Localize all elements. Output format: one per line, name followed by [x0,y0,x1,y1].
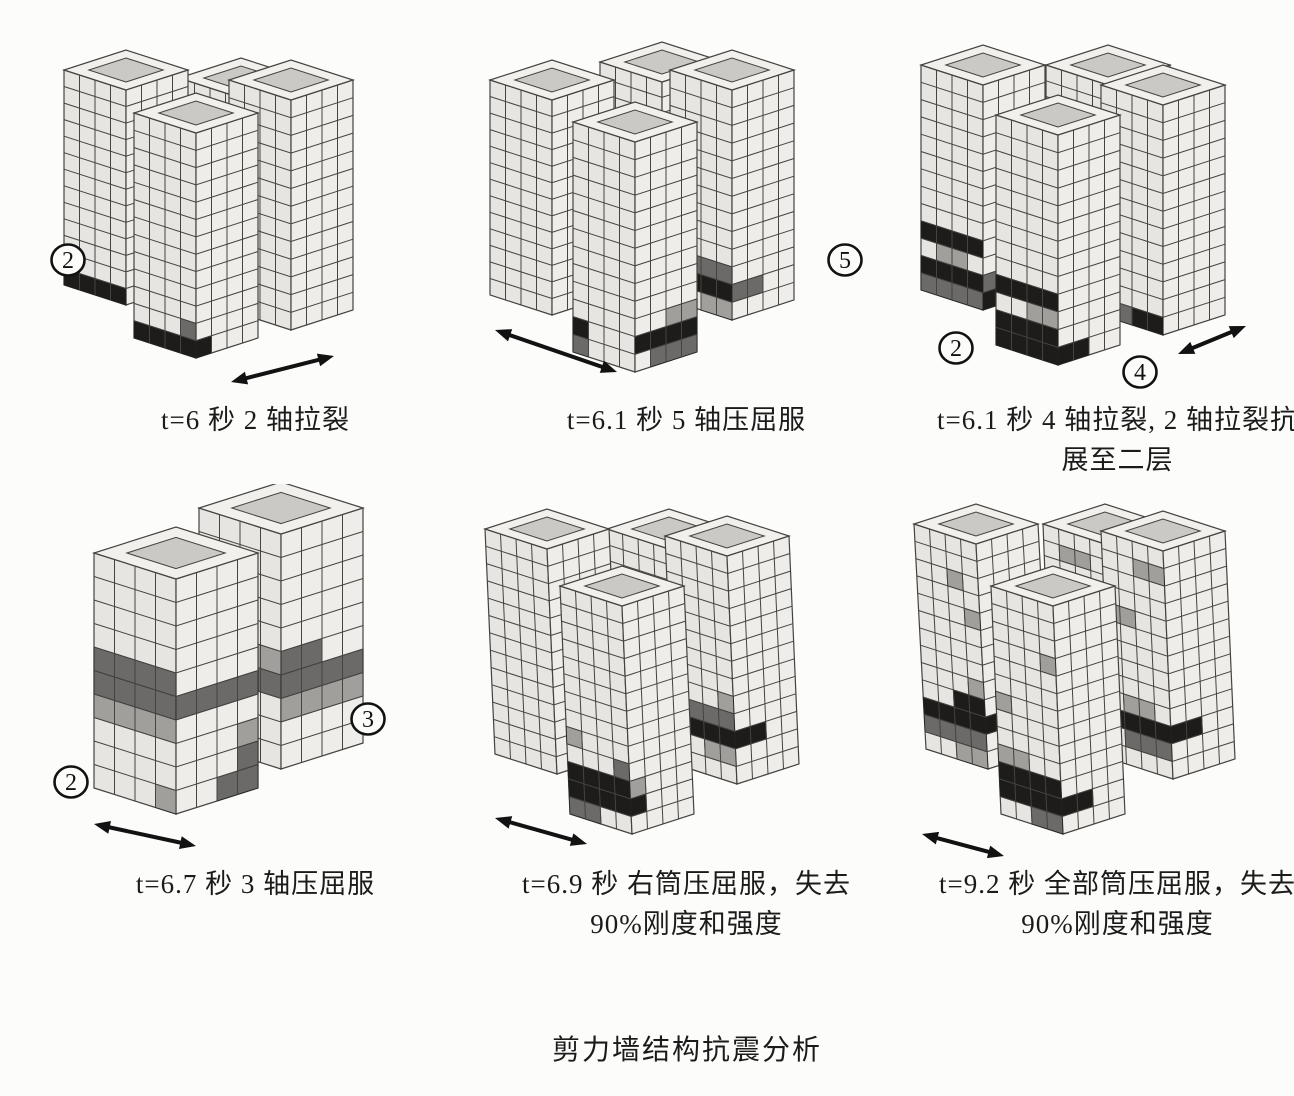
panel-t6-axis2-crack: 2 t=6 秒 2 轴拉裂 [40,20,471,484]
caption-line: 90%刚度和强度 [883,904,1294,944]
structure-model-svg [908,484,1294,862]
tower [573,102,697,372]
caption-line: 展至二层 [883,440,1294,480]
caption-line: 90%刚度和强度 [452,904,922,944]
svg-text:3: 3 [362,707,374,733]
panel-t6-9-right-tube-yield: t=6.9 秒 右筒压屈服，失去 90%刚度和强度 [471,484,902,952]
panel-caption: t=6.7 秒 3 轴压屈服 [21,864,491,952]
structure-model-svg: 23 [46,484,466,862]
panel-caption: t=9.2 秒 全部筒压屈服，失去 90%刚度和强度 [883,864,1294,952]
svg-text:4: 4 [1134,360,1146,386]
circled-axis-label: 3 [351,704,384,735]
figure-title: 剪力墙结构抗震分析 [40,1028,1294,1068]
tower [134,93,258,358]
circled-axis-label: 2 [54,767,87,798]
tower [94,527,258,814]
load-direction-arrow [94,821,196,849]
caption-line: t=6.1 秒 4 轴拉裂, 2 轴拉裂抗 [883,400,1294,440]
load-direction-arrow [922,832,1004,858]
panel-t6-1-axis5-yield: 5 t=6.1 秒 5 轴压屈服 [471,20,902,484]
circled-axis-label: 2 [939,333,972,364]
structure-model-svg: 5 [477,20,897,398]
svg-text:2: 2 [950,336,962,362]
circled-axis-label: 2 [51,245,84,276]
circled-axis-label: 5 [828,245,861,276]
panel-caption: t=6.9 秒 右筒压屈服，失去 90%刚度和强度 [452,864,922,952]
panel-caption: t=6 秒 2 轴拉裂 [21,400,491,484]
panel-t9-2-all-tubes-yield: t=9.2 秒 全部筒压屈服，失去 90%刚度和强度 [902,484,1294,952]
tower [991,566,1125,834]
tower [996,95,1120,365]
tower [560,566,694,834]
panel-caption: t=6.1 秒 4 轴拉裂, 2 轴拉裂抗 展至二层 [883,400,1294,484]
load-direction-arrow [495,816,587,846]
svg-text:2: 2 [62,248,74,274]
structure-model-svg: 2 [46,20,466,398]
structure-model-svg: 24 [908,20,1294,398]
svg-text:5: 5 [839,248,851,274]
load-direction-arrow [231,354,334,385]
caption-line: t=6 秒 2 轴拉裂 [21,400,491,440]
caption-line: t=6.7 秒 3 轴压屈服 [21,864,491,904]
load-direction-arrow [1178,326,1246,354]
circled-axis-label: 4 [1123,357,1156,388]
caption-line: t=6.9 秒 右筒压屈服，失去 [452,864,922,904]
structure-model-svg [477,484,897,862]
svg-text:2: 2 [65,770,77,796]
caption-line: t=9.2 秒 全部筒压屈服，失去 [883,864,1294,904]
panel-caption: t=6.1 秒 5 轴压屈服 [452,400,922,484]
caption-line: t=6.1 秒 5 轴压屈服 [452,400,922,440]
